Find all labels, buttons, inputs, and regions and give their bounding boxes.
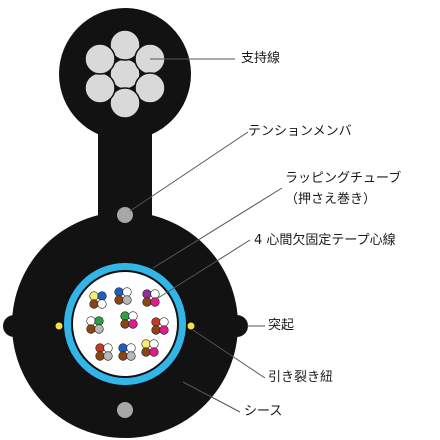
support-wire-strand	[84, 72, 116, 104]
label-ridge: 突起	[268, 318, 295, 333]
fiber-core-strand	[95, 343, 105, 353]
support-wire-strand	[109, 87, 141, 119]
fiber-ribbon-group	[114, 287, 132, 305]
fiber-core-strand	[118, 343, 128, 353]
label-wrapping-tube-line2: （押さえ巻き）	[285, 192, 377, 207]
fiber-ribbon-group	[95, 343, 113, 361]
ridge-left	[3, 315, 25, 337]
fiber-ribbons	[86, 287, 169, 361]
fiber-core-strand	[122, 295, 132, 305]
fiber-core-strand	[142, 289, 152, 299]
fiber-core-strand	[114, 287, 124, 297]
fiber-core-strand	[103, 343, 113, 353]
fiber-core-strand	[150, 297, 160, 307]
fiber-core-strand	[151, 325, 161, 335]
support-wire-strand	[84, 43, 116, 75]
fiber-ribbon-group	[142, 289, 160, 307]
fiber-core-strand	[142, 297, 152, 307]
fiber-core-strand	[141, 347, 151, 357]
rip-cord-left	[55, 322, 63, 330]
label-wrapping-tube-line1: ラッピングチューブ	[285, 171, 402, 186]
label-support-wire: 支持線	[241, 51, 281, 66]
fiber-core-strand	[103, 351, 113, 361]
fiber-core-strand	[86, 324, 96, 334]
ridge-right	[226, 315, 248, 337]
fiber-ribbon-group	[141, 339, 159, 357]
tension-member-top	[117, 207, 133, 223]
fiber-core-strand	[114, 295, 124, 305]
fiber-core-strand	[159, 325, 169, 335]
label-tension-member: テンションメンバ	[248, 124, 352, 139]
fiber-core-strand	[149, 347, 159, 357]
fiber-core-strand	[94, 324, 104, 334]
fiber-ribbon-group	[120, 311, 138, 329]
fiber-core-strand	[151, 317, 161, 327]
fiber-core-strand	[86, 316, 96, 326]
fiber-core-strand	[120, 319, 130, 329]
tension-member-bottom	[117, 402, 133, 418]
fiber-core-strand	[159, 317, 169, 327]
fiber-core-strand	[97, 291, 107, 301]
label-rip-cord: 引き裂き紐	[268, 370, 334, 385]
leader-ribbon-fiber	[157, 239, 251, 299]
fiber-core-strand	[95, 351, 105, 361]
fiber-ribbon-group	[151, 317, 169, 335]
fiber-core-strand	[120, 311, 130, 321]
support-wire-strand	[109, 29, 141, 61]
fiber-core-strand	[128, 311, 138, 321]
support-wire-strand	[134, 72, 166, 104]
fiber-core-strand	[89, 291, 99, 301]
rip-cord-right	[187, 322, 195, 330]
fiber-core-strand	[94, 316, 104, 326]
fiber-core-strand	[150, 289, 160, 299]
fiber-core-strand	[118, 351, 128, 361]
leader-sheath	[182, 381, 241, 413]
leader-rip-cord	[192, 329, 266, 379]
support-wire-strands	[84, 29, 166, 119]
leader-wrapping-tube	[152, 187, 283, 269]
fiber-core-strand	[141, 339, 151, 349]
fiber-core-strand	[128, 319, 138, 329]
fiber-core-strand	[149, 339, 159, 349]
leader-lines	[129, 58, 283, 413]
leader-tension-member	[129, 131, 249, 212]
fiber-core-strand	[126, 343, 136, 353]
fiber-ribbon-group	[118, 343, 136, 361]
label-sheath: シース	[244, 404, 283, 419]
label-ribbon-fiber: 4 心間欠固定テープ心線	[254, 233, 396, 248]
fiber-ribbon-group	[89, 291, 107, 309]
fiber-core-strand	[126, 351, 136, 361]
fiber-core-strand	[97, 299, 107, 309]
fiber-ribbon-group	[86, 316, 104, 334]
fiber-core-strand	[122, 287, 132, 297]
fiber-core-strand	[89, 299, 99, 309]
